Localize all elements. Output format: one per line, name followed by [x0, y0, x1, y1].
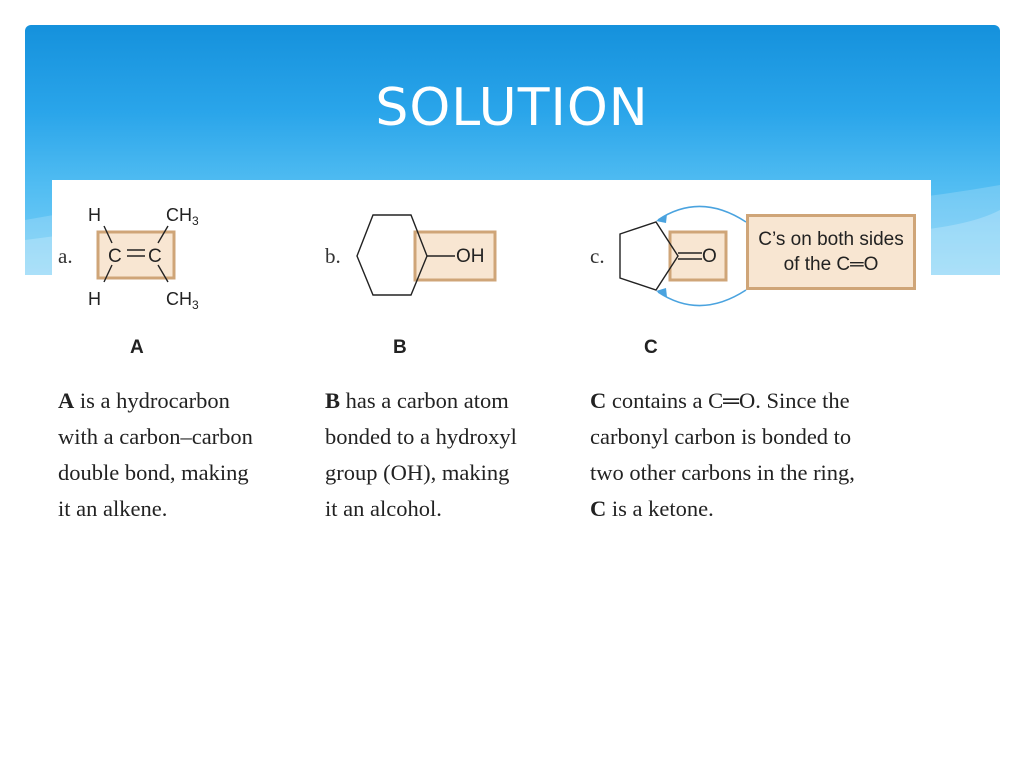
panel-b-letter: b.	[325, 244, 341, 268]
panel-c-line-1: C contains a C═O. Since the	[590, 383, 855, 419]
arrow-bottom-curve	[657, 289, 747, 307]
bond-ch3-top	[157, 225, 169, 244]
panel-b-line-2: bonded to a hydroxyl	[325, 424, 517, 449]
panel-c-line-3: two other carbons in the ring,	[590, 460, 855, 485]
arrow-top-curve	[657, 205, 747, 223]
panel-c-line-2: carbonyl carbon is bonded to	[590, 424, 852, 449]
atom-c-right: C	[148, 246, 162, 267]
panel-b-line-3: group (OH), making	[325, 460, 510, 485]
slide-title: SOLUTION	[375, 78, 649, 138]
atom-h-top: H	[88, 205, 101, 225]
co-highlight-box	[668, 230, 728, 282]
panel-a-line-1-text: is a hydrocarbon	[74, 388, 230, 413]
atom-c-left: C	[108, 246, 122, 267]
carbonyl-oxygen: O	[702, 246, 717, 267]
cyclopentanone-structure	[619, 205, 747, 307]
callout-line-2: of the C═O	[783, 254, 879, 275]
panel-a-letter: a.	[58, 244, 73, 268]
panel-b-bold: B	[325, 388, 341, 413]
alkene-structure	[96, 225, 176, 283]
bond-h-top	[103, 225, 113, 244]
cyclohexanol-structure	[356, 214, 497, 296]
panel-c-bold-last: C	[590, 496, 607, 521]
panel-c-letter: c.	[590, 244, 605, 268]
arrow-top-head	[656, 214, 667, 223]
panel-c-line-4: C is a ketone.	[590, 491, 855, 527]
bond-h-bottom	[103, 264, 113, 283]
ch3-bottom-main: CH	[166, 289, 192, 309]
panel-a-bold: A	[58, 388, 75, 413]
bond-ch3-bottom	[157, 264, 169, 283]
panel-a-line-2: with a carbon–carbon	[58, 424, 253, 449]
atom-ch3-bottom: CH3	[166, 289, 199, 312]
callout-box: C’s on both sides of the C═O	[746, 214, 916, 290]
panel-a-line-4: it an alkene.	[58, 496, 168, 521]
structure-label-b: B	[393, 337, 407, 358]
panel-b-line-4: it an alcohol.	[325, 496, 442, 521]
structure-label-a: A	[130, 337, 144, 358]
ch3-bottom-sub: 3	[192, 298, 199, 312]
atom-ch3-top: CH3	[166, 205, 199, 228]
atom-h-bottom: H	[88, 289, 101, 309]
panel-b-description: B has a carbon atom bonded to a hydroxyl…	[325, 383, 517, 527]
ch3-top-sub: 3	[192, 214, 199, 228]
panel-a-line-3: double bond, making	[58, 460, 249, 485]
panel-c-bold-first: C	[590, 388, 607, 413]
panel-c-description: C contains a C═O. Since the carbonyl car…	[590, 383, 855, 527]
callout-line-1: C’s on both sides	[758, 229, 904, 250]
panel-b-line-1-text: has a carbon atom	[340, 388, 509, 413]
panel-a-description: A is a hydrocarbon with a carbon–carbon …	[58, 383, 253, 527]
ch3-top-main: CH	[166, 205, 192, 225]
structure-label-c: C	[644, 337, 658, 358]
pentagon-ring	[619, 221, 679, 291]
panel-c-line-1-text: contains a C═O. Since the	[606, 388, 850, 413]
panel-c-line-4-text: is a ketone.	[606, 496, 714, 521]
hydroxyl-group: OH	[456, 246, 485, 267]
panel-a-line-1: A is a hydrocarbon	[58, 383, 253, 419]
arrow-bottom-head	[656, 288, 667, 297]
panel-b-line-1: B has a carbon atom	[325, 383, 517, 419]
hexagon-ring	[356, 214, 428, 296]
